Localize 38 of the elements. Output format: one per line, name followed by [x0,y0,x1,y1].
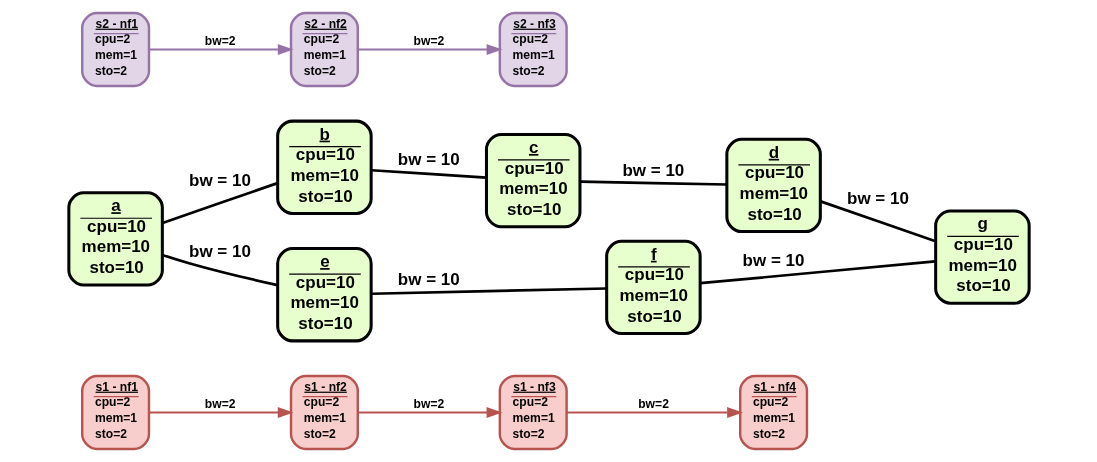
node-box: b cpu=10 mem=10 sto=10 [275,119,373,215]
node-box: d cpu=10 mem=10 sto=10 [724,137,822,234]
node-box: f cpu=10 mem=10 sto=10 [604,239,702,336]
node-box: a cpu=10 mem=10 sto=10 [66,191,164,287]
edge-label: bw=2 [413,33,444,48]
edge-label: bw = 10 [742,250,804,270]
edge-label: bw = 10 [397,270,460,290]
node-box: s1 - nf1 cpu=2 mem=1 sto=2 [80,374,150,451]
connector [579,180,727,186]
edge-label: bw=2 [204,33,235,48]
node-box: s2 - nf2 cpu=2 mem=1 sto=2 [289,11,359,88]
edge-label: bw=2 [204,396,235,411]
connector [161,181,278,225]
arrow [356,406,502,419]
connector [370,287,606,296]
node-box: s1 - nf3 cpu=2 mem=1 sto=2 [498,374,568,451]
arrow [356,43,502,56]
edge-label: bw = 10 [188,170,251,190]
connector [819,200,936,243]
arrow [147,406,294,419]
node-box: e cpu=10 mem=10 sto=10 [275,247,373,343]
edge-label: bw = 10 [188,242,251,262]
connector [699,260,935,285]
connector [161,253,278,287]
edge-label: bw = 10 [621,161,684,181]
node-box: s2 - nf3 cpu=2 mem=1 sto=2 [498,11,568,88]
node-box: s1 - nf2 cpu=2 mem=1 sto=2 [289,374,359,451]
node-box: g cpu=10 mem=10 sto=10 [933,209,1031,305]
edge-label: bw = 10 [846,188,909,208]
arrow [565,406,743,419]
node-box: s1 - nf4 cpu=2 mem=1 sto=2 [738,374,808,451]
edge-label: bw = 10 [397,150,460,170]
edge-label: bw=2 [413,396,444,411]
node-box: c cpu=10 mem=10 sto=10 [484,132,581,229]
connector [370,168,486,179]
node-box: s2 - nf1 cpu=2 mem=1 sto=2 [80,11,150,88]
arrow [147,43,294,56]
edge-label: bw=2 [637,396,669,411]
